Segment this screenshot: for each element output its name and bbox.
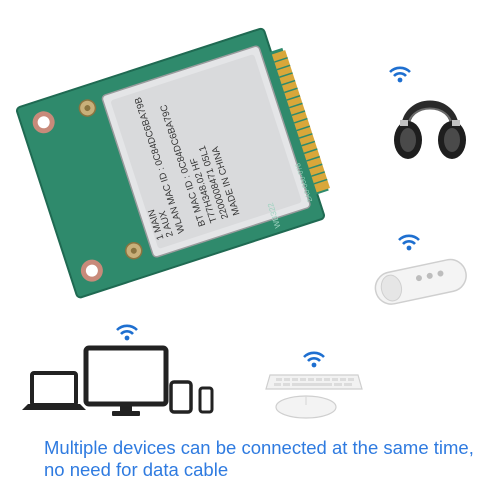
- laptop-icon: [22, 371, 86, 410]
- wireless-card-image: 2 AUX WLAN MAC ID : 0C84DC6BA79B BT MAC …: [15, 27, 330, 299]
- wifi-icon: [398, 234, 420, 251]
- keyboard-icon: [265, 374, 363, 390]
- edge-connector: [271, 50, 330, 193]
- wifi-icon: [389, 66, 411, 83]
- caption: Multiple devices can be connected at the…: [44, 437, 484, 481]
- tablet-icon: [169, 380, 193, 414]
- caption-line-1: Multiple devices can be connected at the…: [44, 437, 474, 458]
- bluetooth-speaker-icon: [374, 234, 467, 305]
- wifi-icon: [116, 324, 138, 341]
- phone-icon: [198, 386, 214, 414]
- desktop-monitor-icon: [83, 345, 169, 416]
- keyboard-mouse-group: [265, 351, 363, 419]
- headphones-icon: [389, 66, 466, 159]
- wifi-icon: [303, 351, 325, 368]
- device-group: [22, 324, 214, 416]
- mouse-icon: [275, 395, 337, 419]
- caption-line-2: no need for data cable: [44, 459, 229, 480]
